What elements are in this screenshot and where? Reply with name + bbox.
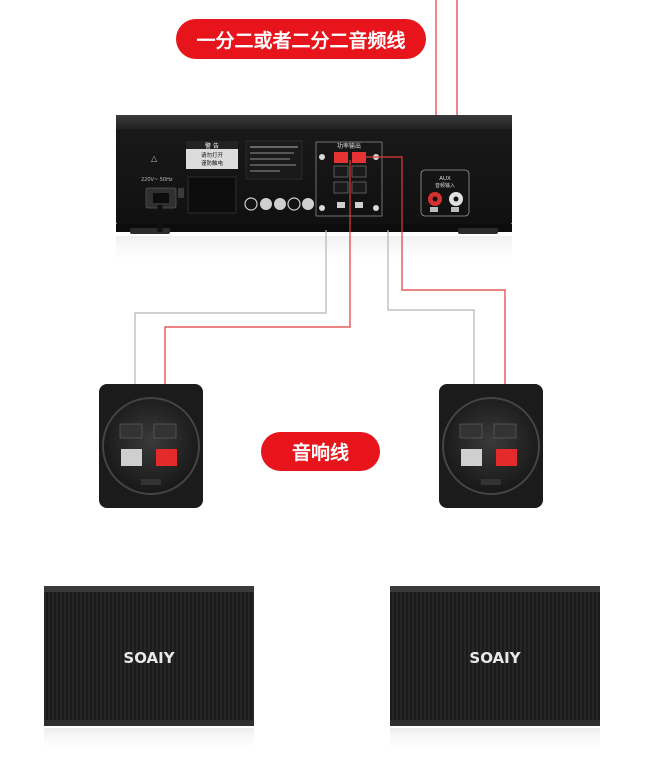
left-terminal-positive — [156, 449, 177, 466]
aux-sub-label: 音频输入 — [435, 182, 455, 189]
right-speaker: SOAIY — [390, 586, 600, 753]
left-speaker-brand: SOAIY — [123, 649, 175, 667]
warning-line-2: 谨防触电 — [201, 159, 224, 167]
speaker-wire-label: 音响线 — [261, 432, 380, 471]
output-terminal-black-2 — [352, 182, 366, 193]
product-info-label — [246, 141, 302, 179]
output-terminal-red-1 — [334, 152, 348, 163]
amplifier: △ 220V~ 50Hz 警 告 请勿打开 谨防触电 — [116, 115, 512, 266]
warning-label: 警 告 请勿打开 谨防触电 — [186, 141, 238, 213]
output-terminal-red-2 — [352, 152, 366, 163]
power-voltage-label: 220V~ 50Hz — [141, 177, 173, 183]
right-speaker-terminal — [439, 384, 543, 508]
right-speaker-brand: SOAIY — [469, 649, 521, 667]
power-warning-icon: △ — [151, 154, 158, 163]
left-speaker-terminal — [99, 384, 203, 508]
warning-line-1: 请勿打开 — [201, 151, 224, 159]
left-speaker: SOAIY — [44, 586, 254, 753]
right-terminal-positive — [496, 449, 517, 466]
aux-label: AUX — [439, 176, 451, 182]
right-terminal-negative — [461, 449, 482, 466]
output-terminal-black-1 — [334, 182, 348, 193]
warning-title: 警 告 — [205, 142, 219, 150]
left-terminal-negative — [121, 449, 142, 466]
split-audio-label: 一分二或者二分二音频线 — [176, 19, 426, 59]
speaker-output-label: 功率输出 — [337, 142, 361, 150]
